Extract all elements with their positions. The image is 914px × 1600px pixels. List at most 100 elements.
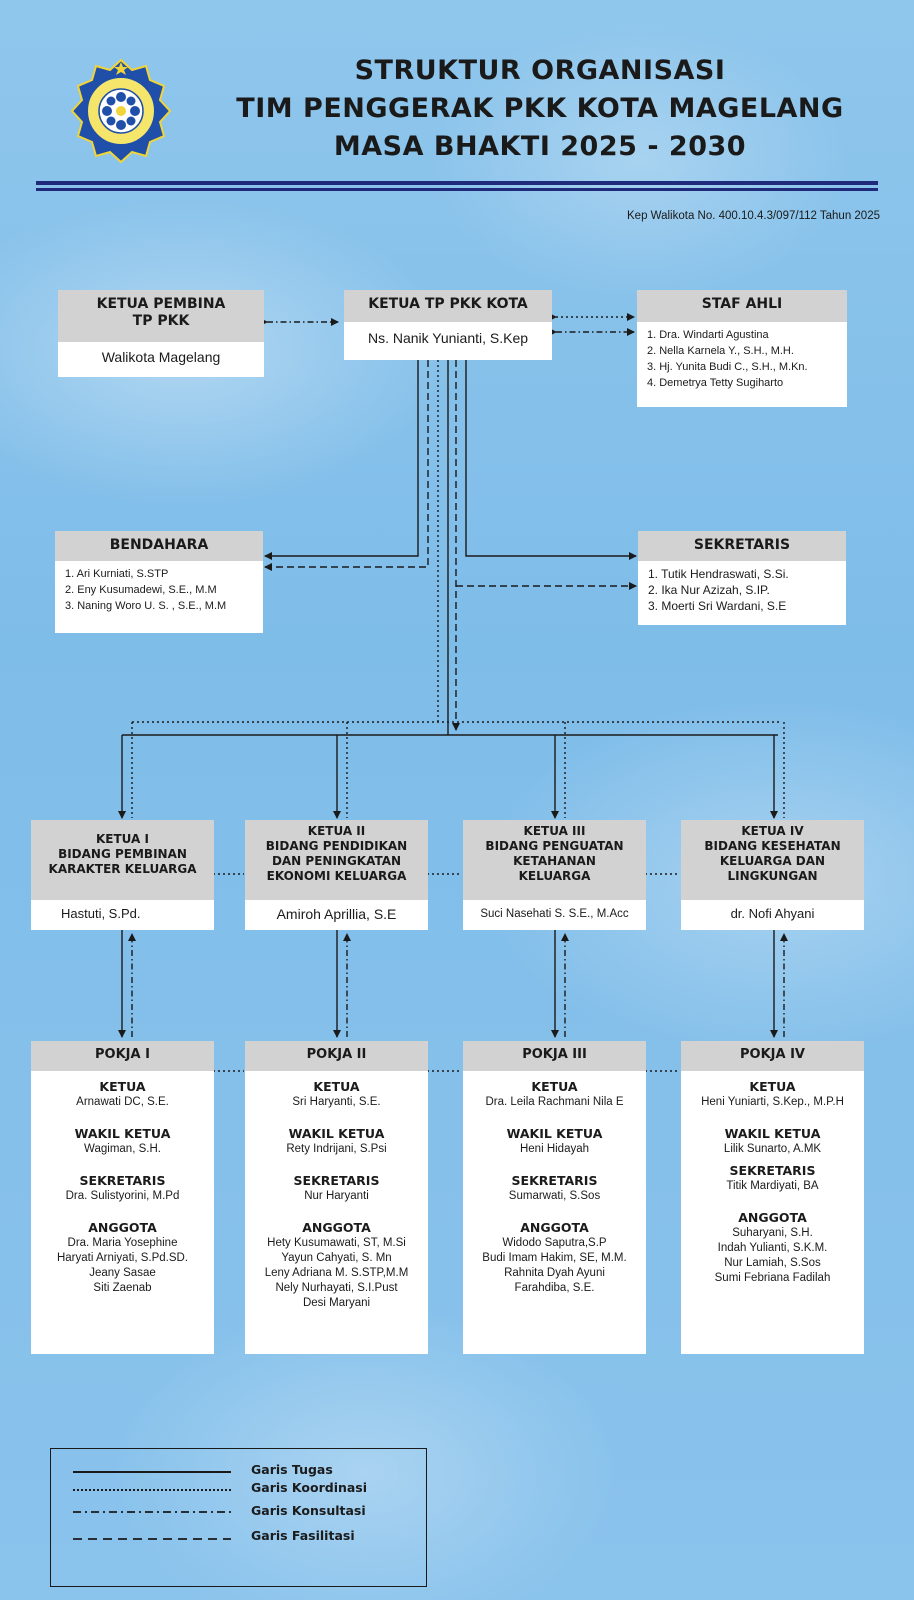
list-item: Sumi Febriana Fadilah [714,1272,831,1284]
ketua-tp-header: KETUA TP PKK KOTA [344,290,552,322]
pkk-logo [70,58,172,164]
line-ketua-sekretaris-solid [465,360,637,560]
pokja-role-label: WAKIL KETUA [288,1126,385,1141]
pokja-wakil: Lilik Sunarto, A.MK [723,1143,822,1155]
pokja-role-label: SEKRETARIS [729,1163,816,1178]
staf-ahli-header: STAF AHLI [637,290,847,322]
pokja-anggota-list: Dra. Maria Yosephine Haryati Arniyati, S… [31,1236,214,1296]
box-pokja-2: POKJA II KETUA Sri Haryanti, S.E. WAKIL … [245,1041,428,1354]
box-ketua-2: KETUA II BIDANG PENDIDIKAN DAN PENINGKAT… [245,820,428,930]
pokja-4-body: KETUA Heni Yuniarti, S.Kep., M.P.H WAKIL… [681,1071,864,1354]
list-item: Dra. Maria Yosephine [67,1237,178,1249]
pokja-ketua: Heni Yuniarti, S.Kep., M.P.H [701,1096,844,1108]
pokja-role-label: SEKRETARIS [79,1173,166,1188]
legend-line-dotted [73,1489,231,1491]
pokja-role-label: KETUA [99,1079,146,1094]
page-title: STRUKTUR ORGANISASI TIM PENGGERAK PKK KO… [180,52,900,166]
decree-reference: Kep Walikota No. 400.10.4.3/097/112 Tahu… [627,210,880,222]
list-item: Hety Kusumawati, ST, M.Si [267,1237,406,1249]
ketua-tp-name: Ns. Nanik Yunianti, S.Kep [344,322,552,360]
list-item: Widodo Saputra,S.P [502,1237,607,1249]
pokja-role-label: SEKRETARIS [293,1173,380,1188]
bendahara-list: 1. Ari Kurniati, S.STP 2. Eny Kusumadewi… [55,561,263,633]
sekretaris-list: 1. Tutik Hendraswati, S.Si. 2. Ika Nur A… [638,561,846,625]
list-item: 1. Dra. Windarti Agustina [647,329,769,341]
list-item: Leny Adriana M. S.STP,M.M [264,1267,409,1279]
box-pokja-3: POKJA III KETUA Dra. Leila Rachmani Nila… [463,1041,646,1354]
pokja-ketua: Dra. Leila Rachmani Nila E [485,1096,624,1108]
list-item: 3. Naning Woro U. S. , S.E., M.M [65,600,227,612]
pokja-sekretaris: Sumarwati, S.Sos [508,1190,601,1202]
bendahara-header: BENDAHARA [55,531,263,561]
ketua-3-header: KETUA III BIDANG PENGUATAN KETAHANAN KEL… [463,820,646,900]
list-item: Farahdiba, S.E. [514,1282,595,1294]
pokja-sekretaris: Titik Mardiyati, BA [726,1180,819,1192]
list-item: 2. Ika Nur Azizah, S.IP. [648,583,770,597]
ketua-2-header: KETUA II BIDANG PENDIDIKAN DAN PENINGKAT… [245,820,428,900]
pokja-ketua: Arnawati DC, S.E. [76,1096,169,1108]
pokja-1-body: KETUA Arnawati DC, S.E. WAKIL KETUA Wagi… [31,1071,214,1354]
box-ketua-1: KETUA I BIDANG PEMBINAN KARAKTER KELUARG… [31,820,214,930]
list-item: 2. Nella Karnela Y., S.H., M.H. [647,345,794,357]
pokja-role-label: WAKIL KETUA [506,1126,603,1141]
staf-ahli-list: 1. Dra. Windarti Agustina 2. Nella Karne… [637,322,847,407]
title-line-2: TIM PENGGERAK PKK KOTA MAGELANG [236,93,844,124]
pokja-wakil: Rety Indrijani, S.Psi [286,1143,387,1155]
title-line-3: MASA BHAKTI 2025 - 2030 [333,131,747,162]
pokja-3-body: KETUA Dra. Leila Rachmani Nila E WAKIL K… [463,1071,646,1354]
ketua-pembina-header: KETUA PEMBINA TP PKK [58,290,264,342]
legend-label: Garis Fasilitasi [251,1528,355,1543]
line-ketua-bendahara-dashed [264,360,429,571]
pokja-1-header: POKJA I [31,1041,214,1071]
title-rule-top [36,181,878,185]
pokja-anggota-list: Suharyani, S.H. Indah Yulianti, S.K.M. N… [681,1226,864,1286]
ketua-4-header: KETUA IV BIDANG KESEHATAN KELUARGA DAN L… [681,820,864,900]
pokja-4-header: POKJA IV [681,1041,864,1071]
list-item: 4. Demetrya Tetty Sugiharto [647,377,784,389]
pokja-role-label: WAKIL KETUA [74,1126,171,1141]
box-pokja-1: POKJA I KETUA Arnawati DC, S.E. WAKIL KE… [31,1041,214,1354]
list-item: Nur Lamiah, S.Sos [724,1257,821,1269]
list-item: Indah Yulianti, S.K.M. [717,1242,828,1254]
legend-label: Garis Konsultasi [251,1503,366,1518]
pokja-role-label: ANGGOTA [738,1210,807,1225]
legend-line-dashed [73,1538,231,1540]
box-pokja-4: POKJA IV KETUA Heni Yuniarti, S.Kep., M.… [681,1041,864,1354]
list-item: 1. Tutik Hendraswati, S.Si. [648,567,789,581]
pokja-2-header: POKJA II [245,1041,428,1071]
list-item: Yayun Cahyati, S. Mn [281,1252,392,1264]
pokja-wakil: Wagiman, S.H. [84,1143,161,1155]
pokja-role-label: KETUA [531,1079,578,1094]
ketua-pembina-name: Walikota Magelang [58,342,264,377]
list-item: Siti Zaenab [93,1282,152,1294]
pokja-anggota-list: Hety Kusumawati, ST, M.Si Yayun Cahyati,… [245,1236,428,1311]
pokja-anggota-list: Widodo Saputra,S.P Budi Imam Hakim, SE, … [463,1236,646,1296]
pokja-role-label: ANGGOTA [302,1220,371,1235]
pokja-wakil: Heni Hidayah [519,1143,590,1155]
list-item: 3. Moerti Sri Wardani, S.E [648,599,787,613]
legend-line-solid [73,1471,231,1473]
title-line-1: STRUKTUR ORGANISASI [354,55,726,86]
list-item: 2. Eny Kusumadewi, S.E., M.M [65,584,217,596]
pokja-3-header: POKJA III [463,1041,646,1071]
ketua-1-name: Hastuti, S.Pd. [31,900,214,930]
legend-label: Garis Tugas [251,1462,333,1477]
pokja-role-label: ANGGOTA [88,1220,157,1235]
pokja-role-label: KETUA [313,1079,360,1094]
line-ketua-bendahara-solid [264,360,419,560]
box-ketua-pembina: KETUA PEMBINA TP PKK Walikota Magelang [58,290,264,377]
list-item: 1. Ari Kurniati, S.STP [65,568,169,580]
ketua-3-name: Suci Nasehati S. S.E., M.Acc [463,900,646,930]
pokja-role-label: SEKRETARIS [511,1173,598,1188]
box-ketua-4: KETUA IV BIDANG KESEHATAN KELUARGA DAN L… [681,820,864,930]
list-item: Suharyani, S.H. [732,1227,813,1239]
pokja-role-label: KETUA [749,1079,796,1094]
list-item: Jeany Sasae [89,1267,156,1279]
list-item: Haryati Arniyati, S.Pd.SD. [56,1252,189,1264]
legend: Garis Tugas Garis Koordinasi Garis Konsu… [50,1448,427,1587]
box-ketua-3: KETUA III BIDANG PENGUATAN KETAHANAN KEL… [463,820,646,930]
pokja-ketua: Sri Haryanti, S.E. [292,1096,381,1108]
title-rule-bottom [36,188,878,191]
legend-line-dashdot [73,1511,231,1513]
